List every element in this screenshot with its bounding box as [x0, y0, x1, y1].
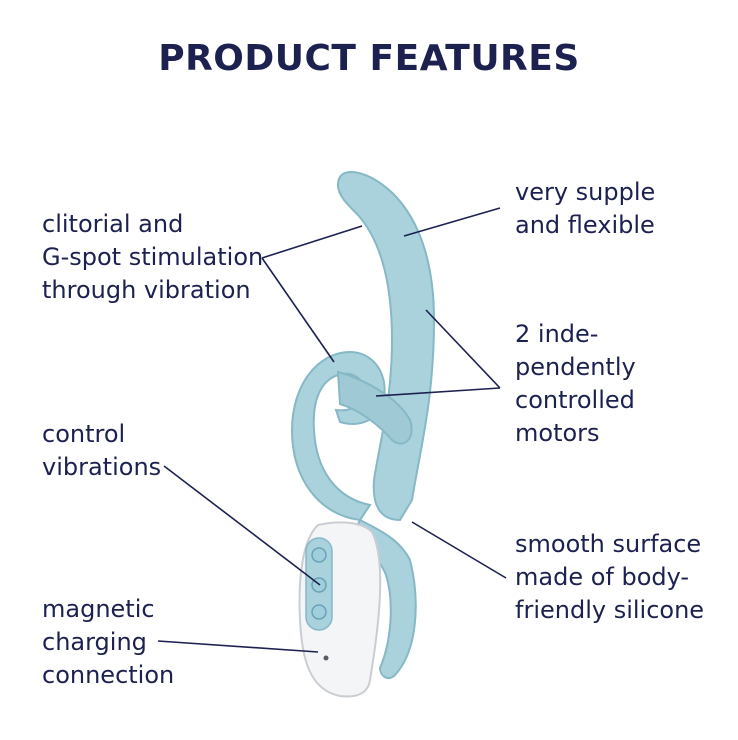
feature-motors-line: motors	[515, 419, 600, 447]
feature-motors: 2 inde- pendently controlled motors	[515, 318, 636, 450]
leader-control	[163, 465, 321, 586]
feature-surface-line: smooth surface	[515, 530, 702, 558]
feature-supple-line: very supple	[515, 178, 656, 206]
feature-stimulation-line: clitorial and	[42, 210, 184, 238]
feature-charging-line: magnetic	[42, 595, 155, 623]
feature-surface-line: friendly silicone	[515, 596, 705, 624]
charging-port	[323, 655, 329, 661]
product-clitoral-tip	[336, 370, 413, 445]
feature-stimulation-line: through vibration	[42, 276, 251, 304]
plus-button[interactable]	[311, 547, 327, 563]
feature-stimulation-line: G-spot stimulation	[42, 243, 264, 271]
feature-surface: smooth surface made of body- friendly si…	[515, 528, 704, 627]
leader-supple	[403, 207, 501, 237]
product-ring	[348, 518, 417, 679]
feature-charging-line: charging	[42, 628, 147, 656]
leader-stimulation-1	[261, 225, 363, 259]
product-shaft	[336, 171, 436, 522]
feature-motors-line: controlled	[515, 386, 635, 414]
product-clitoral-arm	[290, 350, 386, 522]
feature-control: control vibrations	[42, 418, 161, 484]
feature-stimulation: clitorial and G-spot stimulation through…	[42, 208, 263, 307]
leader-stimulation-2	[261, 257, 335, 363]
feature-supple: very supple and flexible	[515, 176, 655, 242]
power-button[interactable]	[311, 604, 327, 620]
page-title: PRODUCT FEATURES	[158, 38, 580, 79]
leader-charging	[157, 640, 319, 653]
feature-motors-line: 2 inde-	[515, 320, 599, 348]
feature-charging-line: connection	[42, 661, 175, 689]
feature-supple-line: and flexible	[515, 211, 655, 239]
feature-control-line: control	[42, 420, 126, 448]
feature-surface-line: made of body-	[515, 563, 690, 591]
feature-charging: magnetic charging connection	[42, 593, 174, 692]
feature-control-line: vibrations	[42, 453, 162, 481]
leader-surface	[411, 521, 507, 579]
leader-motors-1	[425, 309, 501, 389]
leader-motors-2	[375, 387, 501, 397]
feature-motors-line: pendently	[515, 353, 636, 381]
